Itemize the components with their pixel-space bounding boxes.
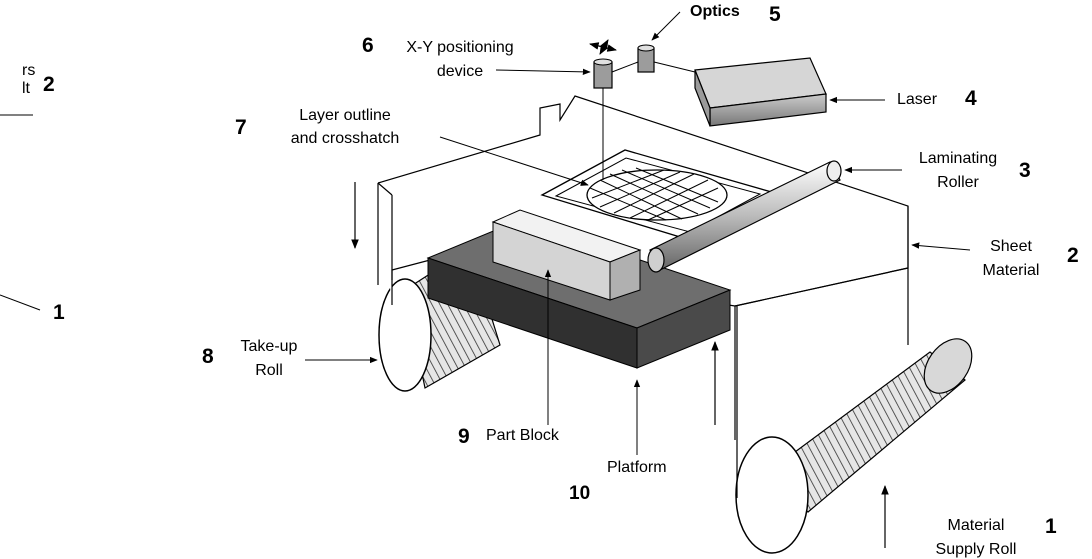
sheet-label-line1: Sheet xyxy=(990,238,1032,255)
material-supply-roll xyxy=(735,338,973,554)
optics-mirror xyxy=(637,44,655,73)
optics-number: 5 xyxy=(769,3,781,26)
part-block xyxy=(491,209,642,301)
left-fragment-line1: rs xyxy=(22,62,36,79)
laser xyxy=(694,57,827,127)
layer-label-line1: Layer outline xyxy=(299,107,391,124)
layer-number: 7 xyxy=(235,116,247,139)
roller-label-line2: Roller xyxy=(937,174,979,191)
xy-number: 6 xyxy=(362,34,374,57)
supply-number: 1 xyxy=(1045,515,1057,538)
takeup-number: 8 xyxy=(202,345,214,368)
left-fragment-number-a: 2 xyxy=(43,73,55,96)
roller-label-line1: Laminating xyxy=(918,150,998,167)
takeup-label-line2: Roll xyxy=(255,362,283,379)
left-fragment-line2: lt xyxy=(22,80,30,97)
left-fragment-number-b: 1 xyxy=(53,301,65,324)
leader-layer xyxy=(439,136,589,186)
supply-label-line2: Supply Roll xyxy=(935,541,1017,558)
takeup-label-line1: Take-up xyxy=(240,338,298,355)
optics-label: Optics xyxy=(690,3,740,20)
leader-xy xyxy=(495,68,591,76)
xy-positioning-head xyxy=(593,58,613,89)
platform-number: 10 xyxy=(569,483,591,504)
sheet-number: 2 xyxy=(1067,244,1079,267)
leader-sheet xyxy=(911,242,971,251)
laser-beam xyxy=(602,61,696,180)
partblock-label: Part Block xyxy=(486,427,559,444)
left-fragment-line-bottom xyxy=(0,294,41,311)
layer-label-line2: and crosshatch xyxy=(290,130,400,147)
sheet-label-line2: Material xyxy=(982,262,1040,279)
leader-optics xyxy=(651,11,681,41)
roller-number: 3 xyxy=(1019,159,1031,182)
platform-label: Platform xyxy=(607,459,667,476)
xy-label-line1: X-Y positioning xyxy=(406,39,514,56)
laser-label: Laser xyxy=(897,91,938,108)
laminating-roller xyxy=(647,160,842,273)
supply-label-line1: Material xyxy=(947,517,1005,534)
xy-motion-symbol xyxy=(589,39,617,55)
xy-label-line2: device xyxy=(436,63,484,80)
laser-number: 4 xyxy=(965,87,977,110)
partblock-number: 9 xyxy=(458,425,470,448)
